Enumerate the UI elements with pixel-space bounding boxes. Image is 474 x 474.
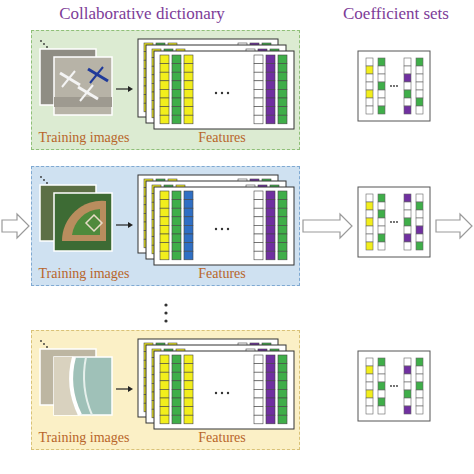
feature-matrix bbox=[138, 339, 294, 429]
ellipsis-dot bbox=[40, 176, 42, 178]
ellipsis-dot bbox=[390, 221, 392, 223]
ellipsis-dot bbox=[393, 385, 395, 387]
ellipsis-dot bbox=[227, 92, 229, 94]
dictionary-panel: Training images Features bbox=[31, 166, 300, 286]
ellipsis-dot bbox=[46, 46, 48, 48]
ellipsis-dot bbox=[393, 221, 395, 223]
ellipsis-dot bbox=[40, 340, 42, 342]
coefficient-set bbox=[358, 187, 430, 257]
ellipsis-dot bbox=[164, 319, 167, 322]
ellipsis-dot bbox=[40, 40, 42, 42]
ellipsis-dot bbox=[221, 392, 223, 394]
flow-arrow bbox=[436, 214, 472, 238]
panel-caption: Training images bbox=[39, 266, 130, 282]
ellipsis-dot bbox=[227, 392, 229, 394]
ellipsis-dot bbox=[221, 92, 223, 94]
ellipsis-dot bbox=[393, 85, 395, 87]
feature-matrix bbox=[138, 39, 294, 129]
ellipsis-dot bbox=[43, 43, 45, 45]
ellipsis-dot bbox=[164, 311, 167, 314]
flow-arrow bbox=[303, 214, 352, 238]
training-image bbox=[40, 176, 133, 251]
coefficient-set bbox=[358, 351, 430, 421]
dictionary-panel: Training images Features bbox=[31, 330, 300, 450]
ellipsis-dot bbox=[164, 303, 167, 306]
training-image bbox=[40, 40, 133, 115]
panel-caption: Features bbox=[198, 266, 245, 282]
ellipsis-dot bbox=[215, 228, 217, 230]
ellipsis-dot bbox=[215, 392, 217, 394]
panel-caption: Features bbox=[198, 430, 245, 446]
ellipsis-dot bbox=[46, 182, 48, 184]
ellipsis-dot bbox=[390, 385, 392, 387]
ellipsis-dot bbox=[221, 228, 223, 230]
section-heading: Collaborative dictionary bbox=[59, 4, 225, 24]
panel-caption: Training images bbox=[39, 130, 130, 146]
panel-caption: Training images bbox=[39, 430, 130, 446]
ellipsis-dot bbox=[43, 343, 45, 345]
ellipsis-dot bbox=[396, 85, 398, 87]
ellipsis-dot bbox=[396, 221, 398, 223]
ellipsis-dot bbox=[396, 385, 398, 387]
section-heading: Coefficient sets bbox=[343, 4, 449, 24]
ellipsis-dot bbox=[46, 346, 48, 348]
ellipsis-dot bbox=[390, 85, 392, 87]
ellipsis-dot bbox=[215, 92, 217, 94]
ellipsis-dot bbox=[43, 179, 45, 181]
training-image bbox=[40, 340, 133, 415]
dictionary-panel: Training images Features bbox=[31, 30, 300, 150]
feature-matrix bbox=[138, 175, 294, 265]
ellipsis-dot bbox=[227, 228, 229, 230]
flow-arrow bbox=[2, 214, 29, 238]
coefficient-set bbox=[358, 51, 430, 121]
panel-caption: Features bbox=[198, 130, 245, 146]
